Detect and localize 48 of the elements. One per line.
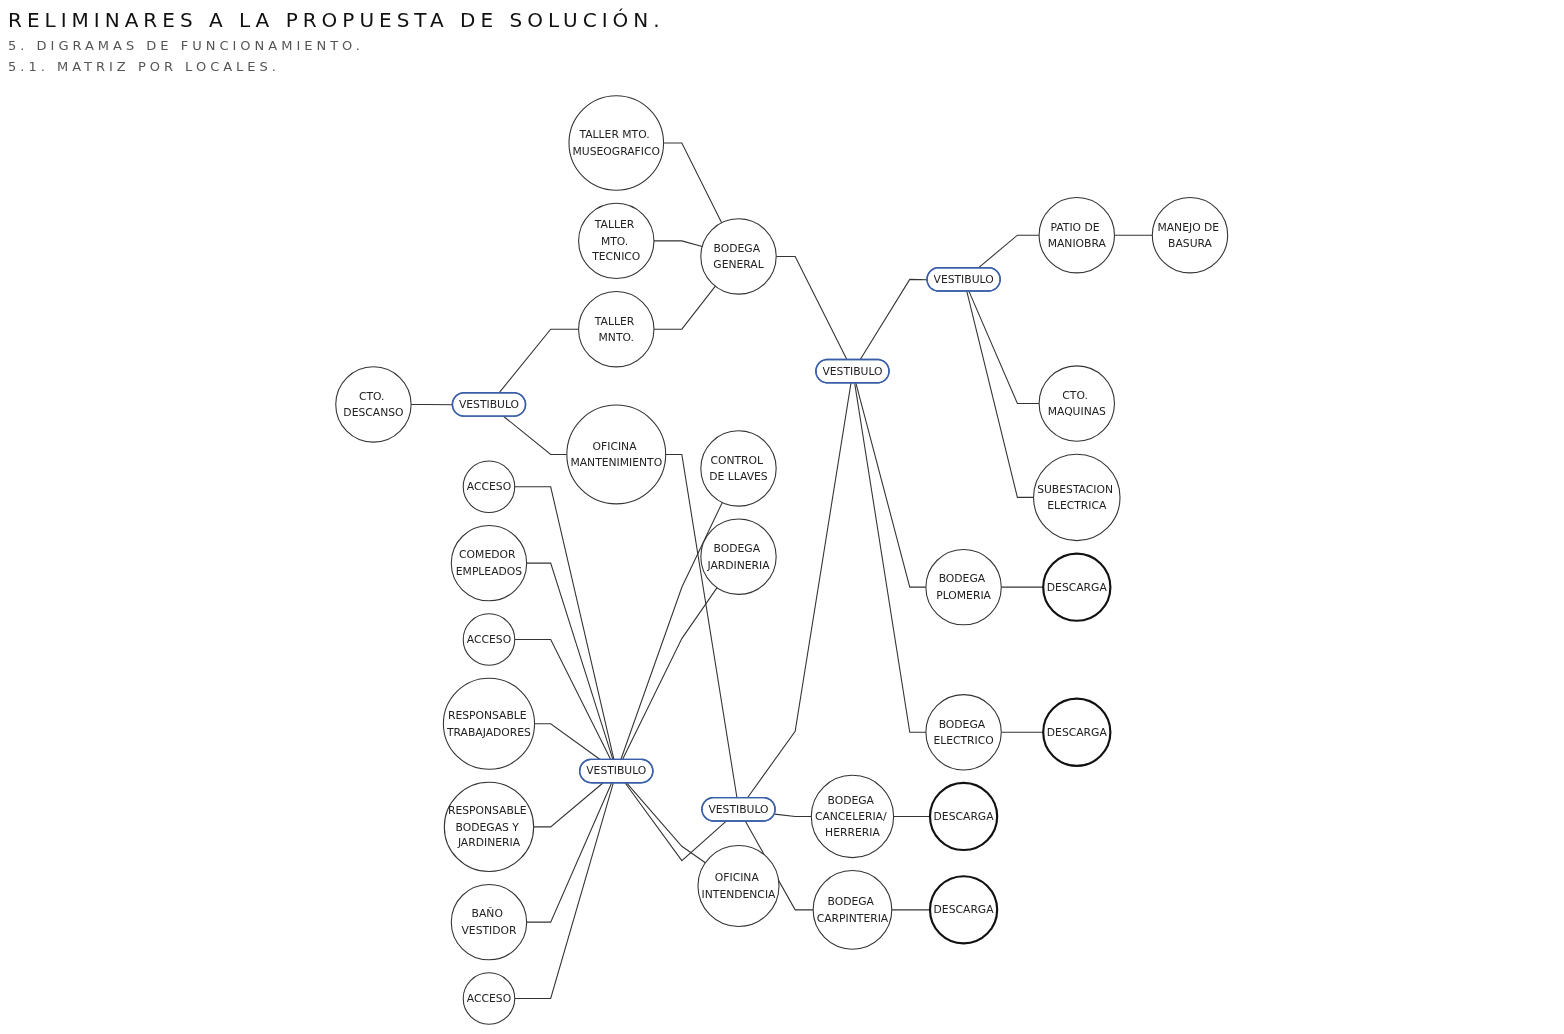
connector [968,290,1040,405]
node-circle: BODEGA JARDINERIA [700,518,777,595]
connector [624,782,727,862]
node-circle: ACCESO [462,613,516,666]
node-circle: CONTROL DE LLAVES [700,430,777,507]
connector [663,142,723,224]
node-circle: BODEGA CANCELERIA/ HERRERIA [811,774,895,859]
node-circle: BODEGA ELECTRICO [925,694,1003,771]
connector [620,501,724,761]
node-circle: DESCARGA [929,875,999,945]
node-circle: BODEGA PLOMERIA [925,548,1003,626]
connector [526,782,613,923]
node-circle: ACCESO [462,972,516,1025]
section-heading: 5. DIGRAMAS DE FUNCIONAMIENTO. [8,38,365,53]
connector [854,382,927,733]
node-circle: TALLER MTO. MUSEOGRAFICO [568,95,665,191]
node-circle: DESCARGA [929,781,999,852]
node-circle: ACCESO [462,460,516,514]
connector [626,782,707,864]
node-circle: TALLER MNTO. [578,290,655,368]
connector [533,782,604,828]
connector [747,382,852,799]
section-heading: 5.1. MATRIZ POR LOCALES. [8,59,281,74]
connector [977,234,1040,269]
node-circle: PATIO DE MANIOBRA [1038,197,1116,274]
connector [526,562,614,761]
node-circle: BAÑO VESTIDOR [451,883,528,961]
connector [534,723,602,761]
node-circle: MANEJO DE BASURA [1152,197,1229,274]
node-circle: CTO. MAQUINAS [1038,365,1116,442]
node-circle: DESCARGA [1042,697,1112,767]
node-circle: SUBESTACION ELECTRICA [1033,453,1121,542]
node-circle: OFICINA MANTENIMIENTO [566,404,667,505]
node-circle: BODEGA GENERAL [700,218,777,295]
node-circle: COMEDOR EMPLEADOS [451,524,528,602]
connector [622,587,718,761]
node-circle: OFICINA INTENDENCIA [697,844,780,928]
page-title: RELIMINARES A LA PROPUESTA DE SOLUCIÓN. [8,8,665,32]
connector [665,453,738,799]
node-circle: RESPONSABLE TRABAJADORES [443,677,536,770]
connector [503,415,568,455]
node-circle: RESPONSABLE BODEGAS Y JARDINERIA [444,781,535,873]
node-circle: BODEGA CARPINTERIA [812,870,893,950]
node-circle: DESCARGA [1042,552,1112,622]
node-circle: TALLER MTO. TECNICO [578,202,655,280]
connector [855,382,927,588]
connector [893,815,931,817]
node-circle: CTO. DESCANSO [335,366,412,443]
